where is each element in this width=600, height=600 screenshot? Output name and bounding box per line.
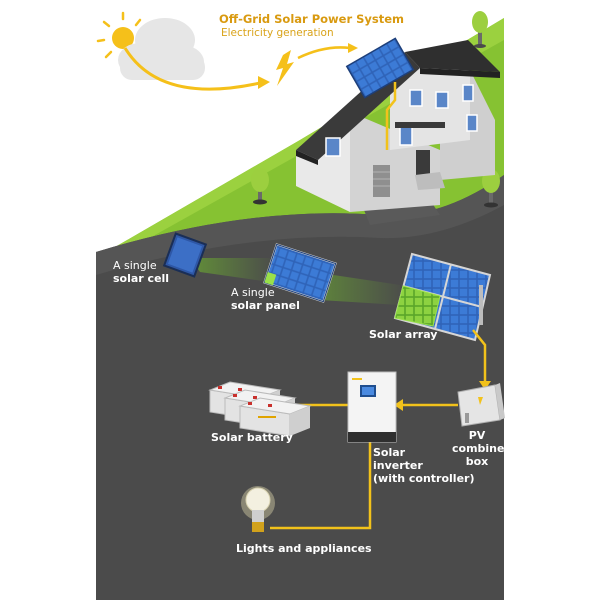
label-inverter-line3: (with controller) bbox=[373, 472, 475, 485]
arrow-down-icon bbox=[479, 381, 491, 390]
solar-array-icon bbox=[393, 252, 492, 342]
sun-icon bbox=[96, 11, 142, 59]
label-solar-array-text: Solar array bbox=[369, 328, 438, 341]
ground bbox=[96, 175, 504, 600]
arrow-left-icon bbox=[394, 399, 403, 411]
label-combiner-line1: PV bbox=[468, 429, 486, 442]
battery-icon bbox=[208, 381, 312, 437]
house bbox=[296, 37, 500, 212]
solar-cell-icon bbox=[162, 232, 208, 278]
solar-panel-icon bbox=[263, 243, 337, 303]
label-combiner-line3: box bbox=[465, 455, 489, 468]
page-title: Off-Grid Solar Power System bbox=[219, 12, 405, 26]
tree-icon bbox=[472, 11, 488, 48]
label-pv-combiner: PV combiner box bbox=[452, 429, 510, 468]
label-inverter-line2: inverter bbox=[373, 459, 423, 472]
sun-ray-arrow bbox=[123, 47, 261, 91]
label-solar-panel: A single solar panel bbox=[231, 286, 300, 312]
label-solar-cell-line2: solar cell bbox=[113, 272, 170, 285]
beam-cell bbox=[190, 258, 270, 282]
label-solar-array: Solar array bbox=[369, 328, 437, 341]
inverter-icon bbox=[347, 371, 397, 443]
light-bulb-icon bbox=[241, 486, 275, 532]
label-solar-battery-text: Solar battery bbox=[211, 431, 293, 444]
label-lights: Lights and appliances bbox=[236, 542, 372, 555]
combiner-box-icon bbox=[457, 383, 505, 427]
label-inverter-line1: Solar bbox=[373, 446, 406, 459]
label-lights-text: Lights and appliances bbox=[236, 542, 372, 555]
tree-icon bbox=[251, 168, 269, 205]
page-subtitle: Electricity generation bbox=[221, 27, 334, 39]
label-solar-battery: Solar battery bbox=[211, 431, 293, 444]
label-solar-panel-line2: solar panel bbox=[231, 299, 300, 312]
label-solar-panel-line1: A single bbox=[231, 286, 275, 299]
label-solar-cell: A single solar cell bbox=[113, 259, 169, 285]
label-combiner-line2: combiner bbox=[452, 442, 510, 455]
lightning-icon bbox=[276, 50, 294, 86]
label-solar-cell-line1: A single bbox=[113, 259, 157, 272]
label-solar-inverter: Solar inverter (with controller) bbox=[373, 446, 474, 485]
